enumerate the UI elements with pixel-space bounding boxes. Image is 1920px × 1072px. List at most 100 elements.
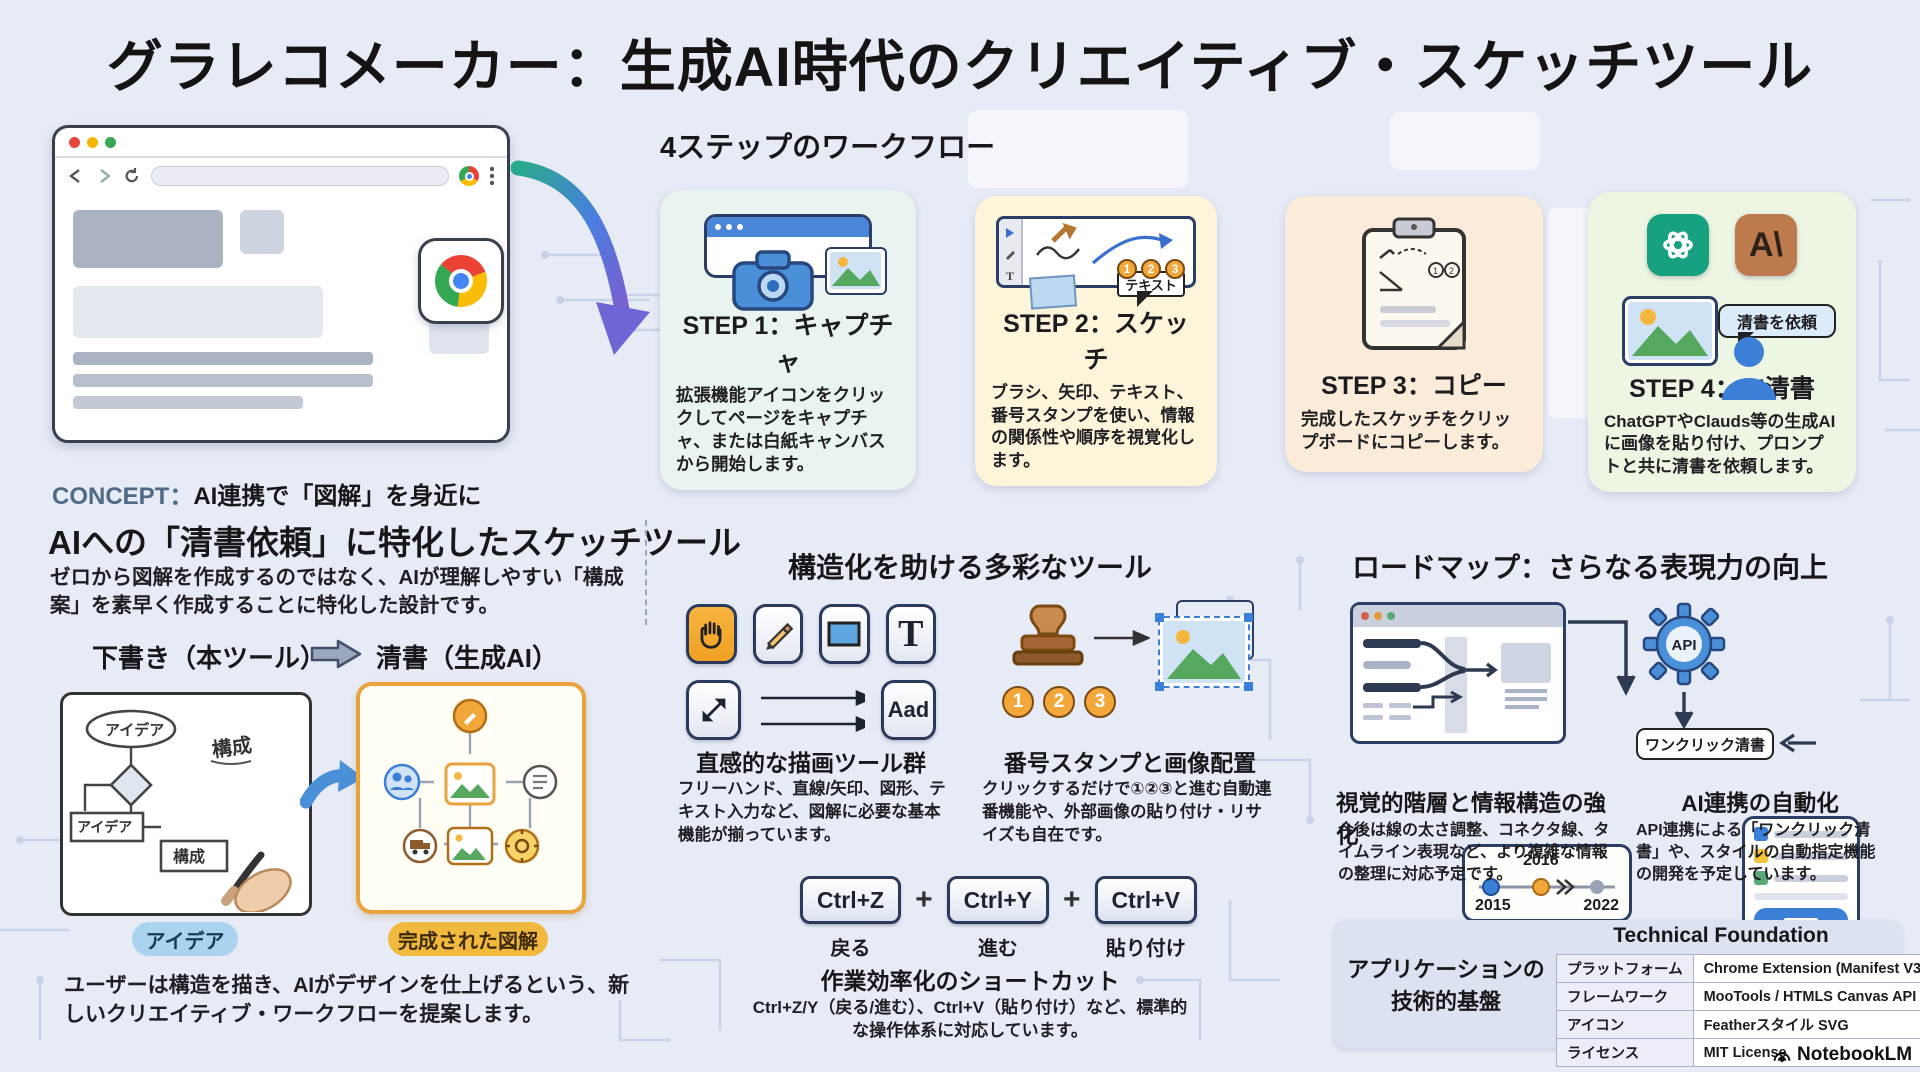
idea-badge-label: アイデア bbox=[145, 930, 225, 953]
draw-tools-desc: フリーハンド、直線/矢印、図形、テキスト入力など、図解に必要な基本機能が揃ってい… bbox=[678, 780, 946, 844]
app-item-green bbox=[1754, 871, 1768, 885]
hierarchy-desc: 今後は線の太さ調整、コネクタ線、タイムライン表現など、より複雑な情報の整理に対応… bbox=[1338, 822, 1610, 884]
plus-sign: + bbox=[915, 883, 933, 916]
timeline-year-left: 2015 bbox=[1475, 897, 1511, 914]
attached-image-thumbnail bbox=[1622, 296, 1718, 366]
text-tool-icon: T bbox=[898, 613, 924, 655]
node-gear-icon bbox=[504, 828, 540, 864]
tech-value: MIT License bbox=[1692, 1038, 1920, 1067]
notebooklm-icon bbox=[1773, 1052, 1791, 1063]
number-stamp-1: 1 bbox=[1002, 686, 1034, 718]
paste-label: 貼り付け bbox=[1105, 938, 1186, 960]
tool-grid: T Aad bbox=[686, 604, 936, 740]
step1-capture-window bbox=[704, 214, 887, 311]
camera-icon bbox=[732, 250, 814, 311]
fair-diagram-panel bbox=[356, 682, 586, 914]
sketch-oval-label: アイデア bbox=[105, 721, 164, 739]
stamp-3-icon: 3 bbox=[1165, 259, 1185, 280]
notebooklm-label: NotebookLM bbox=[1797, 1044, 1913, 1065]
sketch-box1-label: アイデア bbox=[77, 819, 132, 835]
step1-card: STEP 1：キャプチャ 拡張機能アイコンをクリックしてページをキャプチャ、また… bbox=[660, 190, 916, 490]
anthropic-icon: A\ bbox=[1735, 214, 1797, 276]
tech-key: プラットフォーム bbox=[1556, 954, 1694, 983]
text-tool-button: T bbox=[885, 604, 936, 664]
layered-image-front bbox=[1155, 613, 1253, 691]
sketch-strokes bbox=[1028, 222, 1173, 310]
ctrl-z-key: Ctrl+Z bbox=[800, 876, 902, 924]
chrome-extension-badge bbox=[418, 238, 504, 324]
number-stamp-2: 2 bbox=[1043, 686, 1075, 718]
menu-kebab-icon bbox=[489, 166, 495, 186]
left-heading: AIへの「清書依頼」に特化したスケッチツール bbox=[48, 524, 741, 561]
selection-handle bbox=[1155, 682, 1164, 691]
tech-side-label-line2: 技術的基盤 bbox=[1390, 989, 1501, 1014]
step3-title: STEP 3：コピー bbox=[1321, 372, 1507, 400]
hierarchy-title: 視覚的階層と情報構造の強化 bbox=[1336, 791, 1607, 848]
content-placeholder-panel bbox=[73, 286, 323, 338]
rectangle-icon bbox=[827, 621, 861, 647]
address-bar bbox=[151, 166, 449, 186]
captured-image-thumbnail bbox=[825, 246, 887, 295]
left-footer: ユーザーは構造を描き、AIがデザインを仕上げるという、新しいクリエイティブ・ワー… bbox=[64, 974, 630, 1026]
roadmap-heading: ロードマップ：さらなる表現力の向上 bbox=[1352, 552, 1829, 583]
content-placeholder-line bbox=[73, 352, 373, 365]
ctrl-z-label: Ctrl+Z bbox=[817, 886, 885, 913]
concept-line: CONCEPT：AI連携で「図解」を身近に bbox=[52, 476, 481, 511]
anthropic-logo-text: A\ bbox=[1749, 225, 1783, 264]
back-icon bbox=[69, 169, 80, 183]
hand-with-pen-icon bbox=[221, 851, 292, 914]
pencil-tool-button bbox=[752, 604, 803, 664]
tech-table-title: Technical Foundation bbox=[1613, 924, 1829, 947]
roadmap-browser-mockup bbox=[1350, 602, 1566, 744]
shortcuts-title: 作業効率化のショートカット bbox=[820, 968, 1120, 994]
aad-tool-button: Aad bbox=[880, 680, 936, 740]
page-title: グラレコメーカー：生成AI時代のクリエイティブ・スケッチツール bbox=[106, 35, 1814, 98]
canvas-toolbar: T bbox=[999, 219, 1023, 286]
chrome-icon bbox=[435, 255, 487, 307]
stamp-2-icon: 2 bbox=[1141, 259, 1161, 280]
left-body: ゼロから図解を作成するのではなく、AIが理解しやすい「構成案」を素早く作成するこ… bbox=[50, 566, 624, 618]
draft-sketch-panel: アイデア 構成 アイデア 構成 bbox=[60, 692, 312, 916]
traffic-light-yellow bbox=[87, 136, 98, 148]
stamp-1-icon: 1 bbox=[1117, 259, 1137, 280]
text-tool-glyph: T bbox=[1005, 269, 1014, 283]
stamp-icon bbox=[1012, 604, 1084, 666]
step2-card: T テキスト 1 2 3 STEP 2：スケッチ ブラシ、矢印、テキスト、番号ス… bbox=[975, 196, 1217, 486]
tech-key: ライセンス bbox=[1556, 1038, 1694, 1067]
stamp-illustration: 1 2 3 bbox=[1000, 600, 1270, 740]
step2-title: STEP 2：スケッチ bbox=[1003, 310, 1189, 375]
app-item-blue bbox=[1754, 827, 1768, 841]
workflow-heading: 4ステップのワークフロー bbox=[660, 132, 996, 164]
canvas-text-label: テキスト bbox=[1125, 277, 1177, 293]
svg-text:1: 1 bbox=[1433, 266, 1438, 276]
aad-tool-label: Aad bbox=[887, 697, 930, 722]
content-placeholder-line bbox=[73, 396, 303, 409]
traffic-light-red bbox=[69, 136, 80, 148]
selection-handle bbox=[1155, 613, 1164, 622]
select-tool-icon bbox=[1006, 228, 1014, 238]
step2-desc: ブラシ、矢印、テキスト、番号スタンプを使い、情報の関係性や順序を視覚化します。 bbox=[991, 383, 1195, 470]
refresh-icon bbox=[125, 168, 139, 183]
gear-down-arrow bbox=[1674, 692, 1694, 730]
stamp-desc: クリックするだけで①②③と進む自動連番機能や、外部画像の貼り付け・リサイズも自在… bbox=[982, 780, 1272, 844]
ctrl-v-key: Ctrl+V bbox=[1094, 876, 1197, 924]
redo-label: 進む bbox=[977, 938, 1018, 960]
person-icon bbox=[1722, 337, 1776, 400]
hand-icon bbox=[700, 621, 722, 649]
notebooklm-brand: NotebookLM bbox=[1772, 1044, 1912, 1066]
chatgpt-icon bbox=[1647, 214, 1709, 276]
selection-handle bbox=[1244, 613, 1253, 622]
left-divider bbox=[645, 520, 647, 625]
fair-label: 清書（生成AI） bbox=[376, 643, 559, 673]
roadmap-elbow-arrow bbox=[1568, 620, 1636, 696]
tools-heading: 構造化を助ける多彩なツール bbox=[787, 552, 1152, 583]
step3-card: 1 2 STEP 3：コピー 完成したスケッチをクリップボードにコピーします。 bbox=[1285, 196, 1543, 472]
timeline-card: 2016 2015 2022 bbox=[1462, 844, 1632, 922]
tech-value: Featherスタイル SVG bbox=[1692, 1010, 1920, 1039]
stamp-arrow-icon bbox=[1094, 630, 1150, 646]
diagonal-arrow-icon bbox=[702, 698, 726, 722]
